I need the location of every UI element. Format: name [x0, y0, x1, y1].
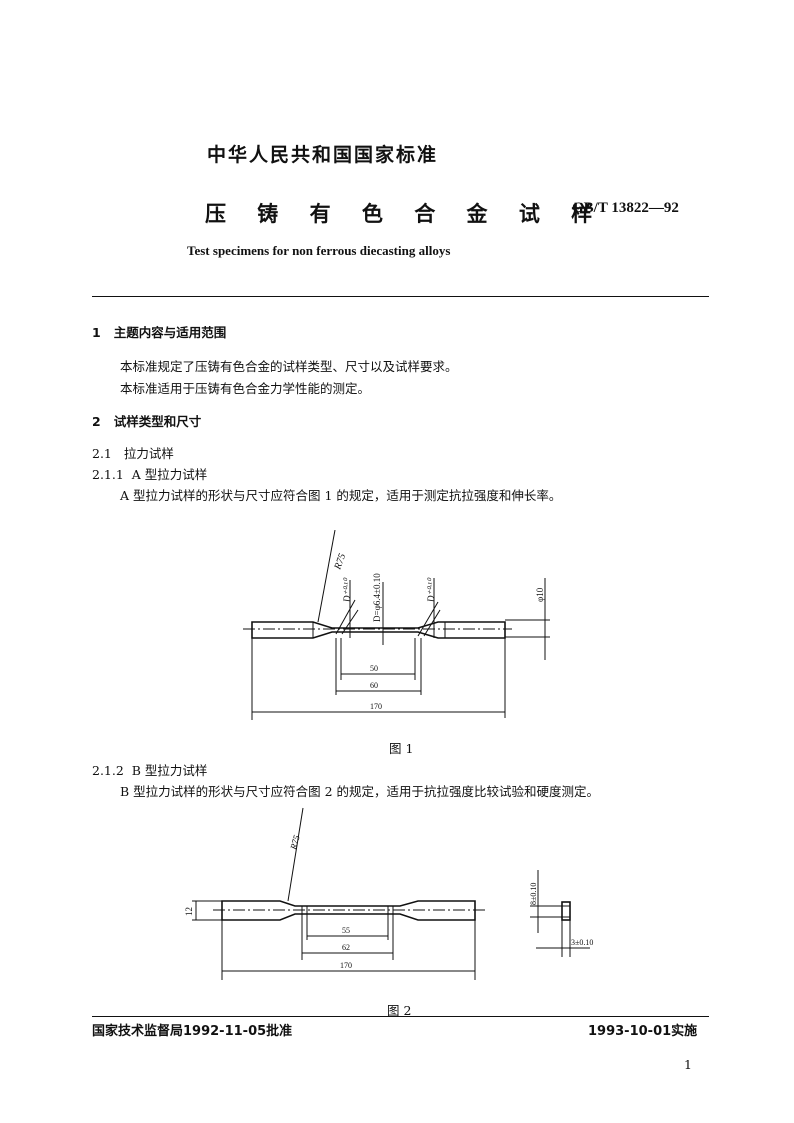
- section-number: 2: [92, 414, 101, 429]
- section-title: 试样类型和尺寸: [113, 414, 202, 429]
- subsection-number: 2.1.1: [92, 467, 124, 482]
- thickness-label: 3±0.10: [571, 938, 593, 947]
- section-title: 主题内容与适用范围: [113, 325, 227, 340]
- subsection-2-1-1: 2.1.1 A 型拉力试样: [92, 464, 207, 483]
- figure-1-caption: 图 1: [389, 741, 414, 756]
- dimension-62: 62: [342, 943, 350, 952]
- dimension-55: 55: [342, 926, 350, 935]
- paragraph: A 型拉力试样的形状与尺寸应符合图 1 的规定，适用于测定抗拉强度和伸长率。: [120, 488, 562, 503]
- figure-1-drawing: R75 D⁺⁰·¹⁰ D=φ6.4±0.10 D⁺⁰·¹⁰ φ10 50 60 …: [243, 530, 550, 720]
- subsection-number: 2.1: [92, 446, 112, 461]
- radius-label: R75: [288, 833, 302, 851]
- subsection-number: 2.1.2: [92, 763, 124, 778]
- approval-date: 国家技术监督局1992-11-05批准: [92, 1024, 293, 1039]
- document-title-cn: 压 铸 有 色 合 金 试 样: [205, 202, 605, 226]
- standard-org: 中华人民共和国国家标准: [207, 144, 439, 166]
- section-1-heading: 1 主题内容与适用范围: [92, 322, 226, 341]
- dimension-60: 60: [370, 681, 378, 690]
- implementation-date: 1993-10-01实施: [588, 1024, 698, 1039]
- section-number: 1: [92, 325, 101, 340]
- figure-2-drawing: R75 12 55 62 170 8±0.10 3±0.10: [184, 807, 593, 980]
- diameter-label: D=φ6.4±0.10: [372, 573, 382, 622]
- dimension-50: 50: [370, 664, 378, 673]
- dimension-170: 170: [340, 961, 352, 970]
- subsection-title: A 型拉力试样: [131, 467, 208, 482]
- subsection-2-1-2: 2.1.2 B 型拉力试样: [92, 760, 207, 779]
- header-rule: [92, 296, 709, 297]
- radius-label: R75: [332, 552, 348, 572]
- dimension-170: 170: [370, 702, 382, 711]
- outer-diameter-label: φ10: [535, 587, 545, 602]
- document-title-en: Test specimens for non ferrous diecastin…: [187, 243, 451, 258]
- height-label: 12: [184, 907, 194, 916]
- paragraph: 本标准适用于压铸有色合金力学性能的测定。: [120, 381, 371, 396]
- subsection-2-1: 2.1 拉力试样: [92, 443, 174, 462]
- subsection-title: 拉力试样: [123, 446, 174, 461]
- subsection-title: B 型拉力试样: [131, 763, 208, 778]
- diameter-tolerance-right: D⁺⁰·¹⁰: [426, 577, 436, 603]
- page-number: 1: [684, 1057, 692, 1072]
- footer-rule: [92, 1016, 709, 1017]
- figure-2-caption: 图 2: [387, 1003, 412, 1018]
- standard-code: GB/T 13822—92: [572, 200, 679, 216]
- width-label: 8±0.10: [529, 883, 538, 905]
- section-2-heading: 2 试样类型和尺寸: [92, 411, 201, 430]
- diameter-tolerance-left: D⁺⁰·¹⁰: [342, 577, 352, 603]
- paragraph: 本标准规定了压铸有色合金的试样类型、尺寸以及试样要求。: [120, 359, 458, 374]
- paragraph: B 型拉力试样的形状与尺寸应符合图 2 的规定，适用于抗拉强度比较试验和硬度测定…: [120, 784, 600, 799]
